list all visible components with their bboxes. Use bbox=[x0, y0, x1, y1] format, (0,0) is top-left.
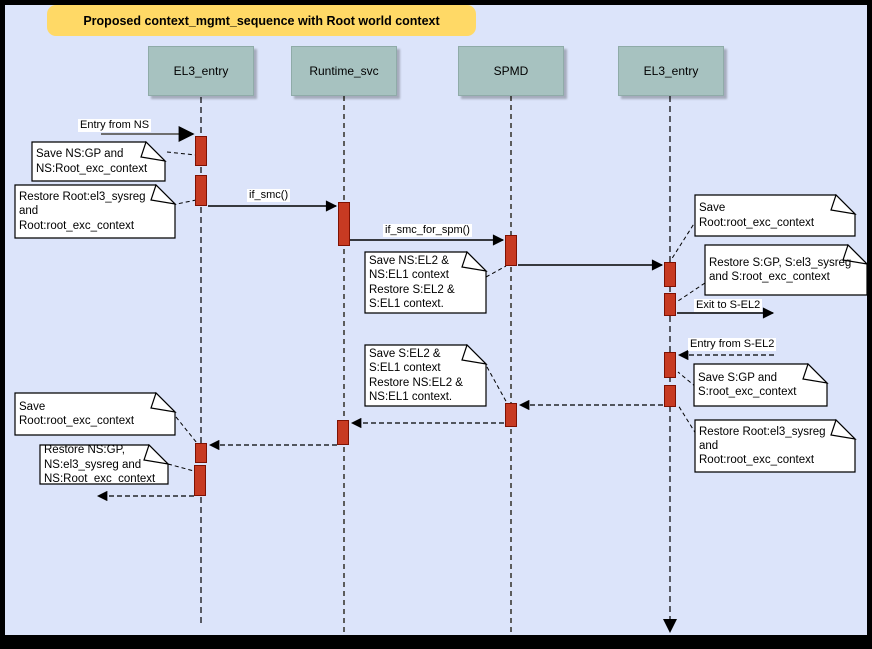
note-shape-restore-root-bot-right bbox=[694, 418, 857, 473]
note-save-ns-el2: Save NS:EL2 & NS:EL1 context Restore S:E… bbox=[369, 255, 455, 310]
note-shape-restore-ns-gp bbox=[39, 443, 170, 485]
note-restore-s-gp: Restore S:GP, S:el3_sysreg and S:root_ex… bbox=[709, 256, 852, 283]
message-label-exit-to-sel2: Exit to S-EL2 bbox=[694, 299, 763, 312]
connector-save-root-left bbox=[175, 416, 198, 444]
note-shape-save-ns-el2 bbox=[364, 250, 488, 314]
connector-restore-root-bot-right bbox=[677, 404, 697, 435]
note-shape-save-root-left bbox=[14, 391, 177, 436]
message-label-entry-from-sel2: Entry from S-EL2 bbox=[688, 338, 777, 351]
participant-spmd: SPMD bbox=[458, 46, 564, 96]
activation-bar bbox=[195, 443, 207, 463]
note-shape-save-s-gp bbox=[693, 362, 829, 407]
participant-runtime-svc: Runtime_svc bbox=[291, 46, 397, 96]
message-label-entry-from-ns: Entry from NS bbox=[78, 119, 152, 132]
note-save-root-exc-left: Save Root:root_exc_context bbox=[19, 400, 135, 427]
activation-bar bbox=[195, 136, 207, 166]
diagram-title: Proposed context_mgmt_sequence with Root… bbox=[47, 5, 476, 36]
connector-save-ns-el2 bbox=[485, 265, 507, 278]
note-shape-restore-s-gp bbox=[704, 243, 869, 296]
note-restore-root-bot-right: Restore Root:el3_sysreg and Root:root_ex… bbox=[699, 425, 826, 466]
lifeline-end-arrow-icon bbox=[663, 619, 677, 633]
participant-el3-entry-left: EL3_entry bbox=[148, 46, 254, 96]
connector-save-s-gp bbox=[677, 371, 697, 388]
note-shape-save-s-el2 bbox=[364, 343, 488, 407]
activation-bar bbox=[195, 175, 207, 206]
note-restore-root-top-left: Restore Root:el3_sysreg and Root:root_ex… bbox=[19, 191, 146, 232]
connector-save-s-el2 bbox=[486, 366, 508, 404]
activation-bar bbox=[664, 385, 676, 407]
note-restore-ns-gp: Restore NS:GP, NS:el3_sysreg and NS:Root… bbox=[44, 444, 156, 485]
participant-el3-entry-right: EL3_entry bbox=[618, 46, 724, 96]
activation-bar bbox=[505, 403, 517, 427]
note-save-ns-gp: Save NS:GP and NS:Root_exc_context bbox=[36, 148, 148, 175]
note-save-s-el2: Save S:EL2 & S:EL1 context Restore NS:EL… bbox=[369, 348, 463, 403]
diagram-canvas bbox=[5, 5, 867, 635]
note-save-s-gp: Save S:GP and S:root_exc_context bbox=[698, 371, 797, 398]
connector-save-root-right bbox=[670, 218, 698, 261]
note-shape-save-ns-gp bbox=[31, 140, 167, 182]
activation-bar bbox=[338, 202, 350, 246]
note-shape-save-root-right bbox=[694, 193, 857, 237]
activation-bar bbox=[505, 235, 517, 266]
message-label-if-smc-for-spm: if_smc_for_spm() bbox=[383, 224, 472, 237]
note-shape-restore-root-top-left bbox=[14, 183, 177, 239]
activation-bar bbox=[664, 352, 676, 378]
connector-restore-ns-gp bbox=[167, 463, 195, 472]
activation-bar bbox=[337, 420, 349, 445]
activation-bar bbox=[664, 262, 676, 287]
connector-restore-s-gp bbox=[677, 282, 706, 302]
activation-bar bbox=[194, 465, 206, 496]
message-label-if-smc: if_smc() bbox=[247, 189, 291, 202]
activation-bar bbox=[664, 293, 676, 316]
connector-save-ns-gp bbox=[166, 151, 197, 156]
note-save-root-exc-right: Save Root:root_exc_context bbox=[699, 202, 815, 229]
